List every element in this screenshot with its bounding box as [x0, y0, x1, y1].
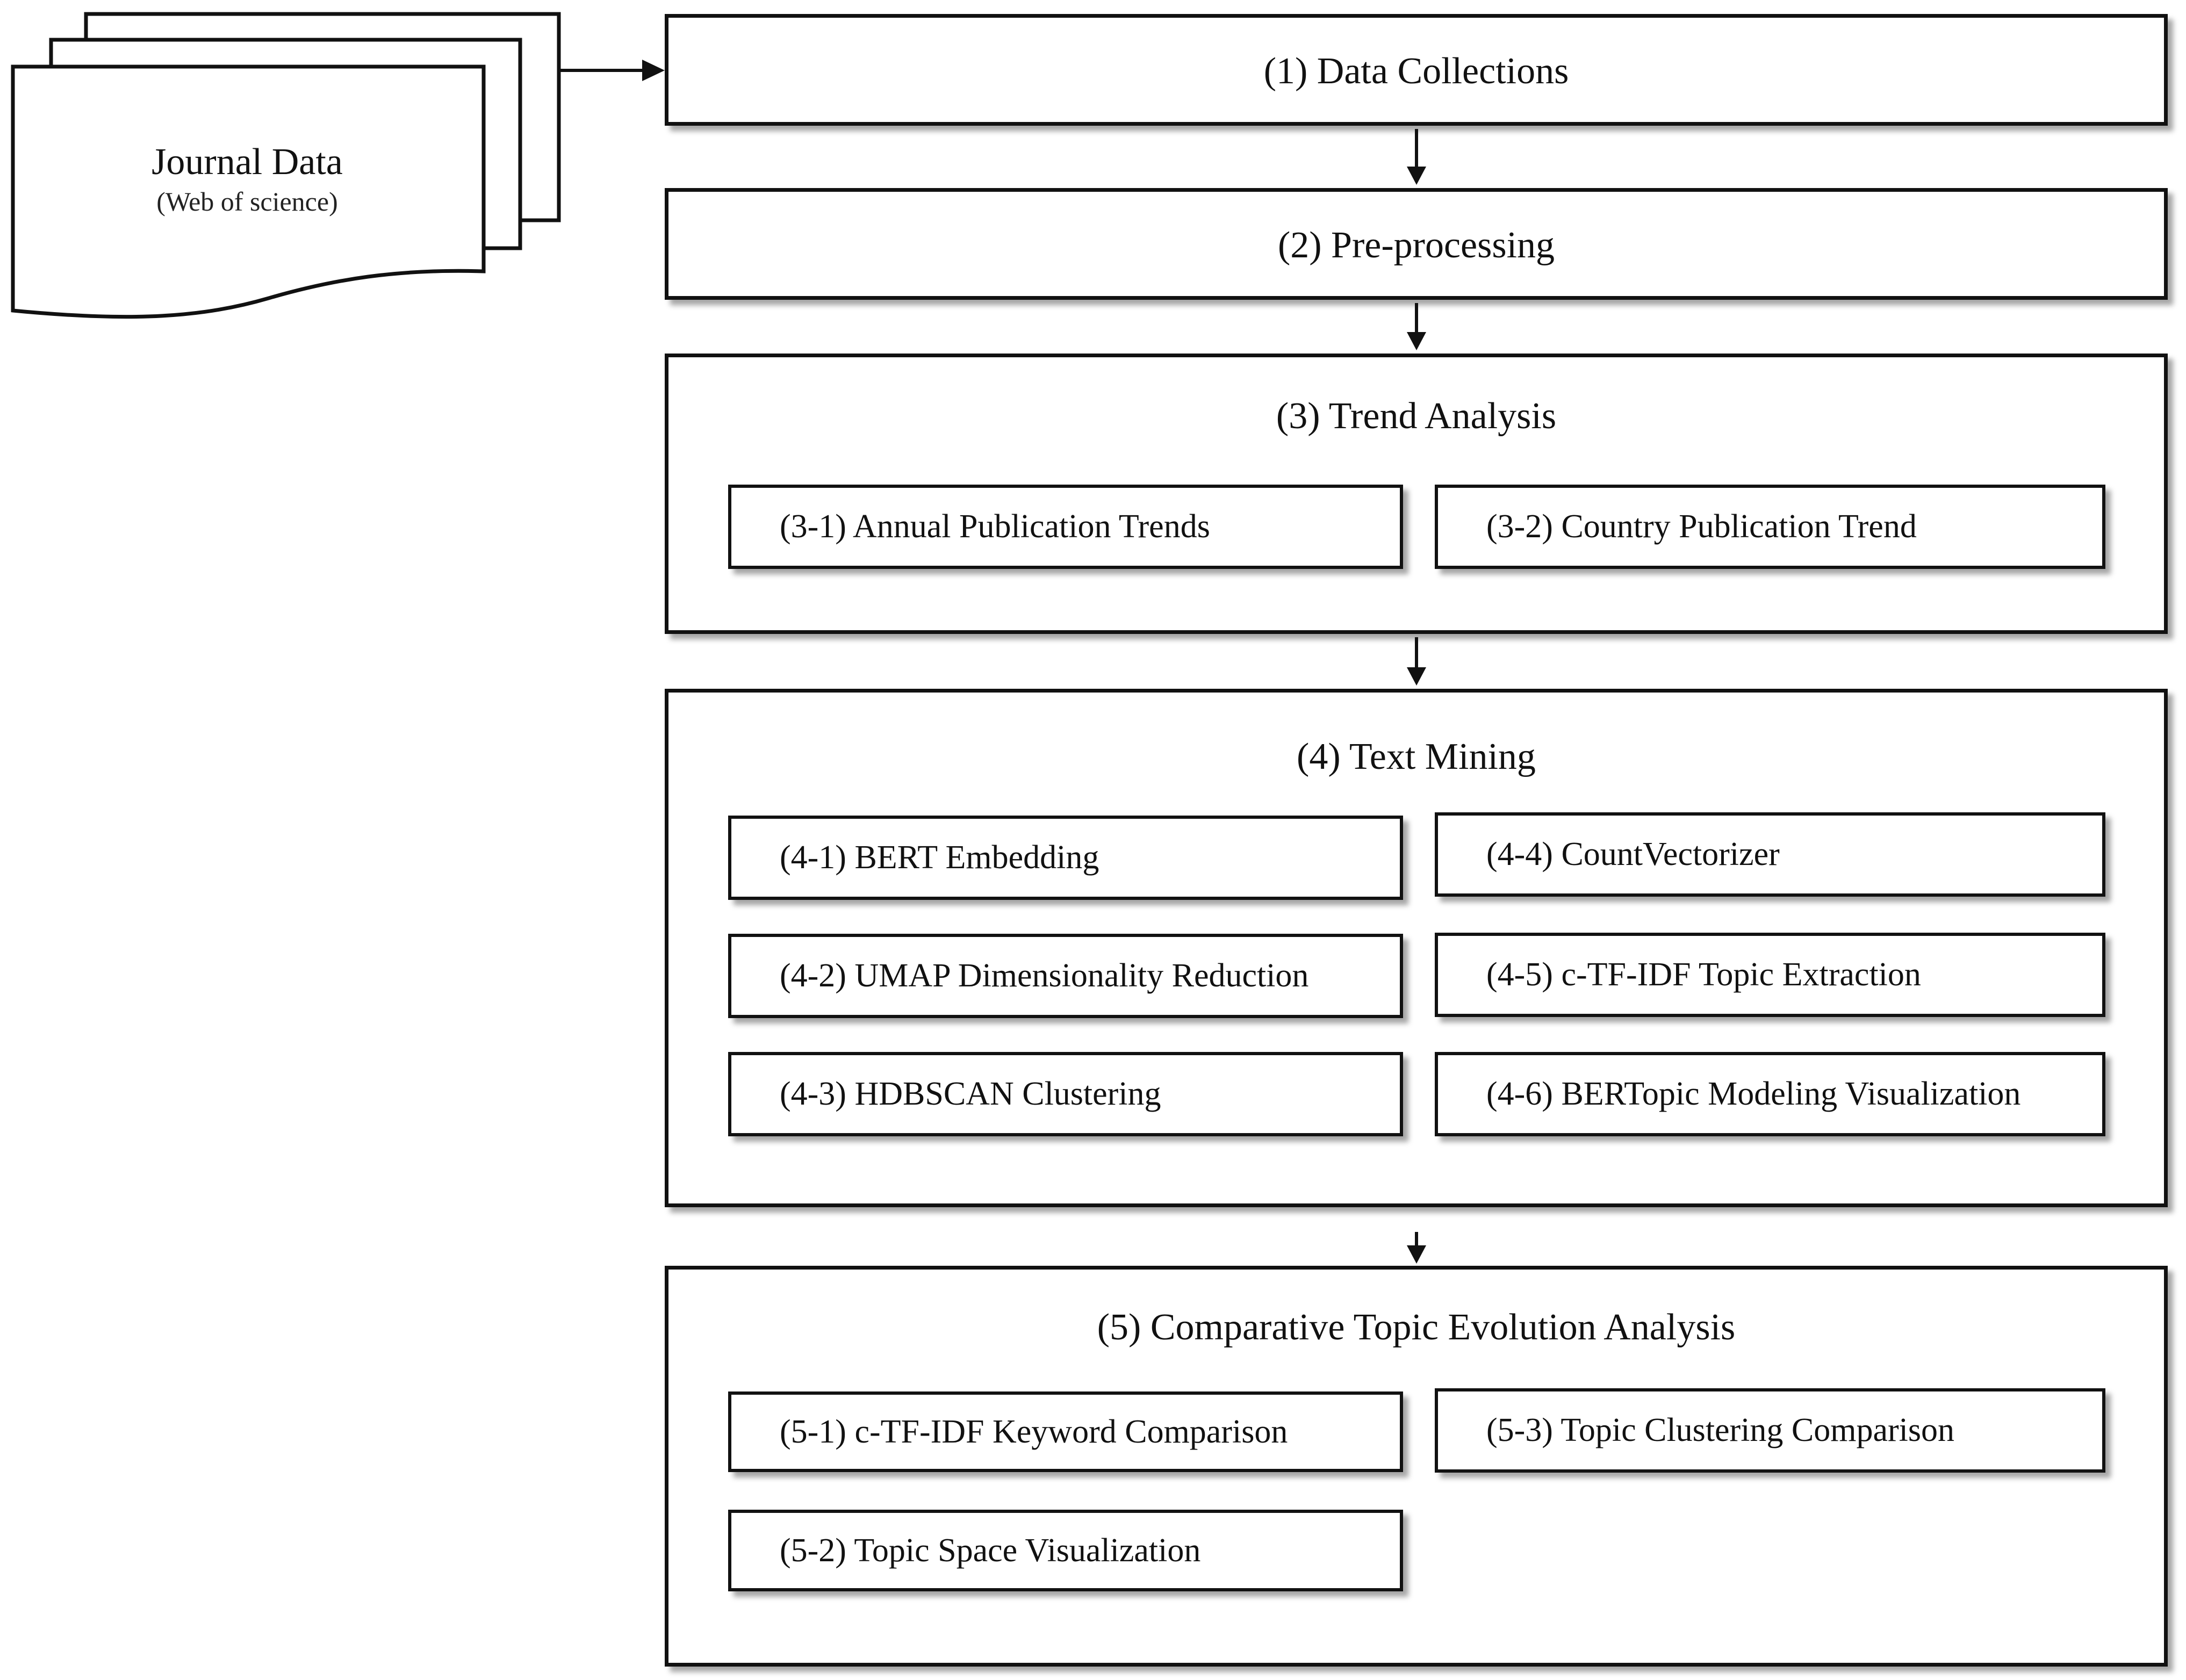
substep-c-tf-idf-topic-extraction: (4-5) c-TF-IDF Topic Extraction [1435, 933, 2105, 1017]
substep-country-publication-trend: (3-2) Country Publication Trend [1435, 485, 2105, 569]
step-title: (2) Pre-processing [1277, 225, 1555, 266]
substep-label: (4-3) HDBSCAN Clustering [780, 1076, 1161, 1112]
substep-c-tf-idf-keyword-comparison: (5-1) c-TF-IDF Keyword Comparison [728, 1391, 1403, 1472]
arrow-step4-to-step5 [1415, 1232, 1418, 1248]
substep-bert-embedding: (4-1) BERT Embedding [728, 816, 1403, 900]
arrow-head [1407, 1245, 1426, 1264]
step-title: (1) Data Collections [1263, 51, 1569, 92]
step-title: (5) Comparative Topic Evolution Analysis [1097, 1307, 1736, 1348]
document-sheet-front [11, 64, 486, 319]
substep-umap-dimensionality-reduction: (4-2) UMAP Dimensionality Reduction [728, 934, 1403, 1018]
substep-label: (5-3) Topic Clustering Comparison [1486, 1412, 1955, 1448]
substep-label: (5-2) Topic Space Visualization [780, 1532, 1201, 1569]
arrow-doc-to-step1 [559, 69, 645, 72]
substep-label: (3-2) Country Publication Trend [1486, 508, 1917, 545]
substep-annual-publication-trends: (3-1) Annual Publication Trends [728, 485, 1403, 569]
arrow-step1-to-step2 [1415, 129, 1418, 169]
substep-label: (4-5) c-TF-IDF Topic Extraction [1486, 956, 1921, 993]
substep-label: (4-6) BERTopic Modeling Visualization [1486, 1076, 2021, 1112]
arrow-step2-to-step3 [1415, 303, 1418, 334]
substep-countvectorizer: (4-4) CountVectorizer [1435, 812, 2105, 897]
step-pre-processing: (2) Pre-processing [665, 188, 2168, 300]
substep-hdbscan-clustering: (4-3) HDBSCAN Clustering [728, 1052, 1403, 1136]
substep-label: (5-1) c-TF-IDF Keyword Comparison [780, 1413, 1288, 1450]
arrow-head [1407, 667, 1426, 686]
arrow-head [1407, 167, 1426, 185]
step-title: (3) Trend Analysis [1276, 395, 1557, 437]
substep-topic-space-visualization: (5-2) Topic Space Visualization [728, 1510, 1403, 1591]
substep-bertopic-modeling-visualization: (4-6) BERTopic Modeling Visualization [1435, 1052, 2105, 1136]
step-data-collections: (1) Data Collections [665, 14, 2168, 126]
arrow-head [1407, 332, 1426, 350]
substep-label: (3-1) Annual Publication Trends [780, 508, 1210, 545]
substep-label: (4-4) CountVectorizer [1486, 836, 1780, 873]
source-title: Journal Data [152, 141, 343, 183]
substep-label: (4-2) UMAP Dimensionality Reduction [780, 957, 1309, 994]
substep-label: (4-1) BERT Embedding [780, 839, 1099, 876]
substep-topic-clustering-comparison: (5-3) Topic Clustering Comparison [1435, 1388, 2105, 1473]
step-title: (4) Text Mining [1297, 736, 1536, 777]
stacked-documents-icon [11, 12, 561, 319]
source-subtitle: (Web of science) [156, 186, 338, 217]
arrow-step3-to-step4 [1415, 637, 1418, 669]
arrow-head [642, 60, 665, 81]
